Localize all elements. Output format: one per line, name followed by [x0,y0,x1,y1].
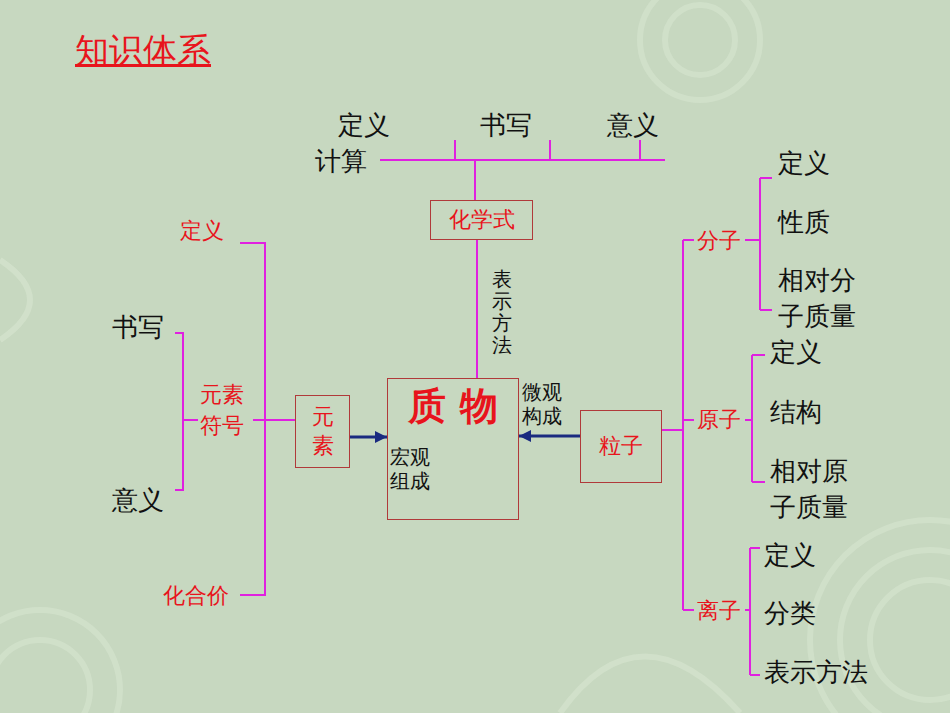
edge-label: 宏观组成 [390,445,430,493]
node-text: 质 物 [408,382,497,431]
connector [519,435,580,438]
label: 化合价 [163,583,229,609]
concept-box: 元素 [295,395,350,468]
node-text: 元素 [312,403,334,460]
label: 定义 [180,218,224,244]
label: 元素符号 [200,380,244,442]
connector [476,240,478,378]
label: 相对原子质量 [770,453,853,526]
edge-label: 微观构成 [522,380,562,428]
label: 离子 [697,598,741,624]
label: 意义 [607,110,659,141]
label: 定义 [338,110,390,141]
label: 书写 [112,312,164,343]
concept-box: 化学式 [430,200,533,240]
label: 分子 [697,228,741,254]
label: 计算 [315,146,367,177]
label: 原子 [697,407,741,433]
label: 意义 [112,485,164,516]
label: 结构 [770,397,822,428]
label: 定义 [770,337,822,368]
label: 定义 [764,540,816,571]
edge-label: 表示方法 [492,268,512,356]
label: 书写 [480,110,532,141]
concept-box: 粒子 [580,410,662,483]
label: 分类 [764,598,816,629]
title: 知识体系 [75,28,211,74]
node-text: 粒子 [599,432,643,461]
connector [350,436,387,439]
label: 定义 [778,148,830,179]
node-text: 化学式 [449,206,515,235]
label: 相对分子质量 [778,262,861,335]
label: 表示方法 [764,657,868,688]
label: 性质 [778,207,830,238]
